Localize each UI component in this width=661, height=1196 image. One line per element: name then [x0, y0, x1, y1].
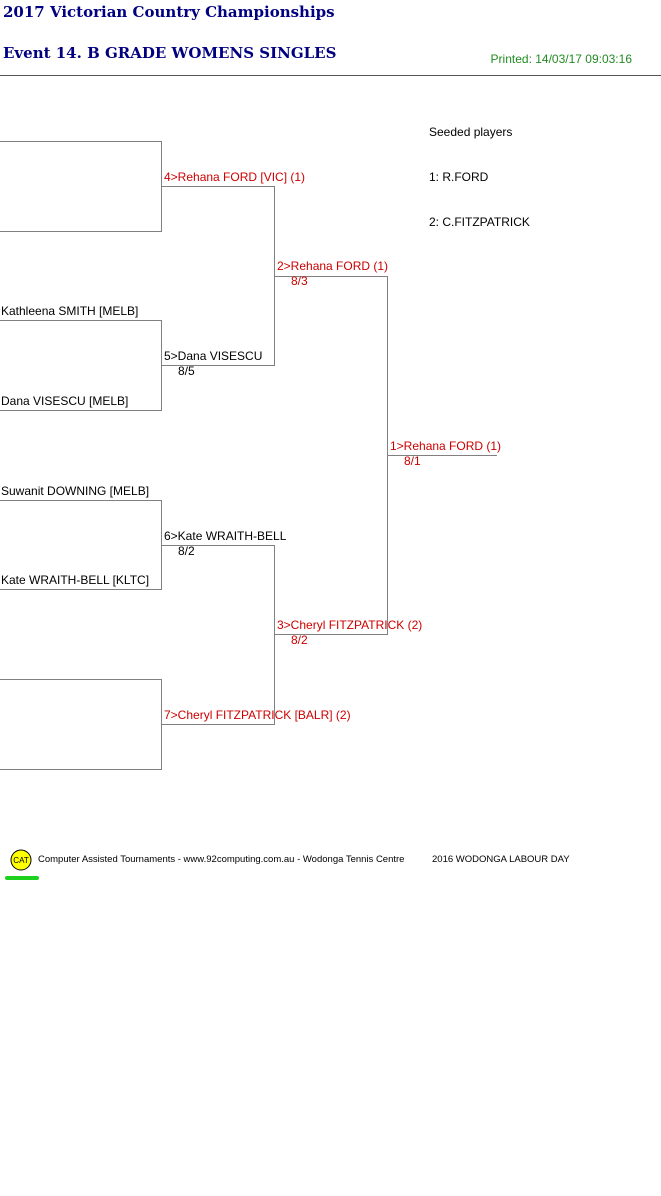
bracket-pair-1: [0, 141, 162, 232]
round2-winner-3: 6>Kate WRAITH-BELL: [164, 529, 287, 543]
seeded-player-2: 2: C.FITZPATRICK: [429, 215, 530, 229]
round2-winner-2: 5>Dana VISESCU: [164, 349, 263, 363]
round2-score-2: 8/5: [178, 364, 195, 378]
round3-score-1: 8/3: [291, 274, 308, 288]
round1-player-5: Suwanit DOWNING [MELB]: [1, 484, 150, 498]
event-title: Event 14. B GRADE WOMENS SINGLES: [3, 44, 337, 62]
header-divider: [0, 75, 661, 76]
round2-score-3: 8/2: [178, 544, 195, 558]
round3-winner-1: 2>Rehana FORD (1): [277, 259, 389, 273]
logo-underline: [5, 876, 39, 880]
seeded-player-1: 1: R.FORD: [429, 170, 489, 184]
round2-winner-4: 7>Cheryl FITZPATRICK [BALR] (2): [164, 708, 351, 722]
round1-player-6: Kate WRAITH-BELL [KLTC]: [1, 573, 150, 587]
round1-player-3: Kathleena SMITH [MELB]: [1, 304, 139, 318]
cat-logo-text: CAT: [13, 856, 29, 865]
final-winner: 1>Rehana FORD (1): [390, 439, 502, 453]
final-score: 8/1: [404, 454, 421, 468]
tournament-title: 2017 Victorian Country Championships: [3, 3, 335, 21]
footer-event-name: 2016 WODONGA LABOUR DAY: [432, 854, 570, 865]
printed-timestamp: Printed: 14/03/17 09:03:16: [490, 52, 632, 66]
footer-credit: Computer Assisted Tournaments - www.92co…: [38, 854, 405, 865]
round3-score-2: 8/2: [291, 633, 308, 647]
round3-winner-2: 3>Cheryl FITZPATRICK (2): [277, 618, 423, 632]
seeded-heading: Seeded players: [429, 125, 513, 139]
round2-winner-1: 4>Rehana FORD [VIC] (1): [164, 170, 306, 184]
cat-logo-icon: CAT: [10, 849, 32, 871]
round1-player-4: Dana VISESCU [MELB]: [1, 394, 129, 408]
bracket-pair-5: [161, 186, 275, 366]
bracket-pair-4: [0, 679, 162, 770]
bracket-pair-7: [274, 276, 388, 635]
bracket-pair-6: [161, 545, 275, 725]
